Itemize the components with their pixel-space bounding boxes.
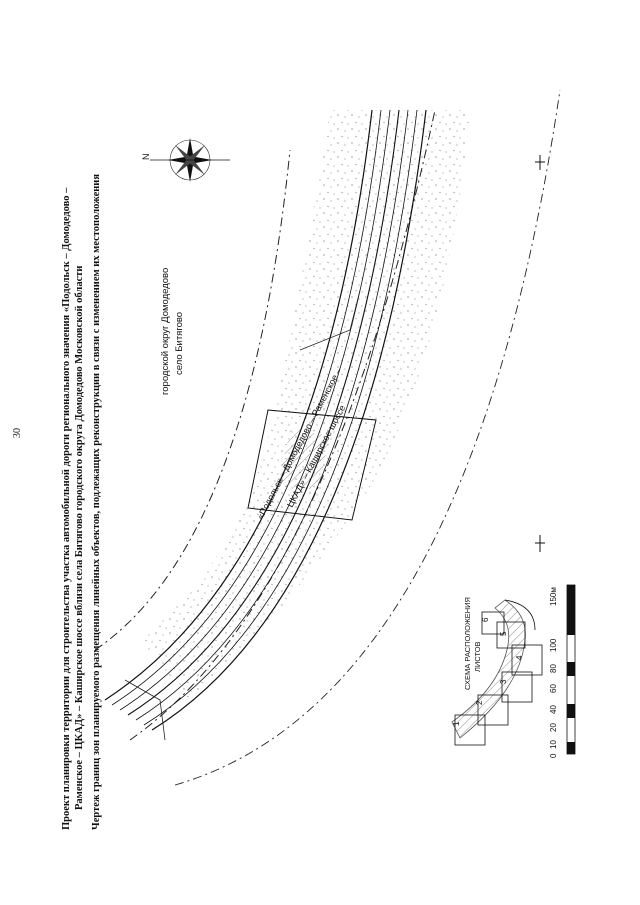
svg-text:40: 40 bbox=[549, 705, 558, 714]
svg-text:6: 6 bbox=[481, 617, 490, 622]
svg-text:1: 1 bbox=[452, 721, 461, 726]
scale-ticks: 0 10 20 40 60 80 100 150м bbox=[549, 587, 558, 758]
svg-text:10: 10 bbox=[549, 740, 558, 749]
sheet-scheme-numbers: 1 2 3 4 5 6 bbox=[452, 617, 524, 726]
svg-text:20: 20 bbox=[549, 723, 558, 732]
reconstruction-hatch bbox=[278, 430, 330, 490]
svg-text:60: 60 bbox=[549, 684, 558, 693]
svg-text:2: 2 bbox=[475, 700, 484, 705]
side-road bbox=[124, 679, 166, 741]
side-road-2 bbox=[299, 289, 361, 351]
svg-text:5: 5 bbox=[499, 631, 508, 636]
village-label: село Битягово bbox=[174, 312, 185, 375]
svg-text:3: 3 bbox=[499, 679, 508, 684]
district-label: городской округ Домодедово bbox=[160, 268, 171, 395]
sheet-scheme-title-1: СХЕМА РАСПОЛОЖЕНИЯ bbox=[463, 597, 472, 690]
terrain-area bbox=[140, 110, 470, 700]
north-arrow-icon bbox=[150, 138, 230, 182]
svg-text:0: 0 bbox=[549, 753, 558, 758]
north-label: N bbox=[141, 154, 151, 161]
svg-text:4: 4 bbox=[515, 655, 524, 660]
zone-boundary-right bbox=[174, 89, 561, 786]
reconstruction-zone bbox=[247, 409, 377, 521]
svg-text:100: 100 bbox=[549, 638, 558, 652]
sheet-scheme bbox=[451, 599, 543, 746]
svg-text:150м: 150м bbox=[549, 587, 558, 606]
sheet-scheme-title-2: ЛИСТОВ bbox=[473, 641, 482, 672]
sheet-break-markers bbox=[535, 155, 545, 552]
svg-text:80: 80 bbox=[549, 664, 558, 673]
scale-bar bbox=[566, 584, 576, 755]
